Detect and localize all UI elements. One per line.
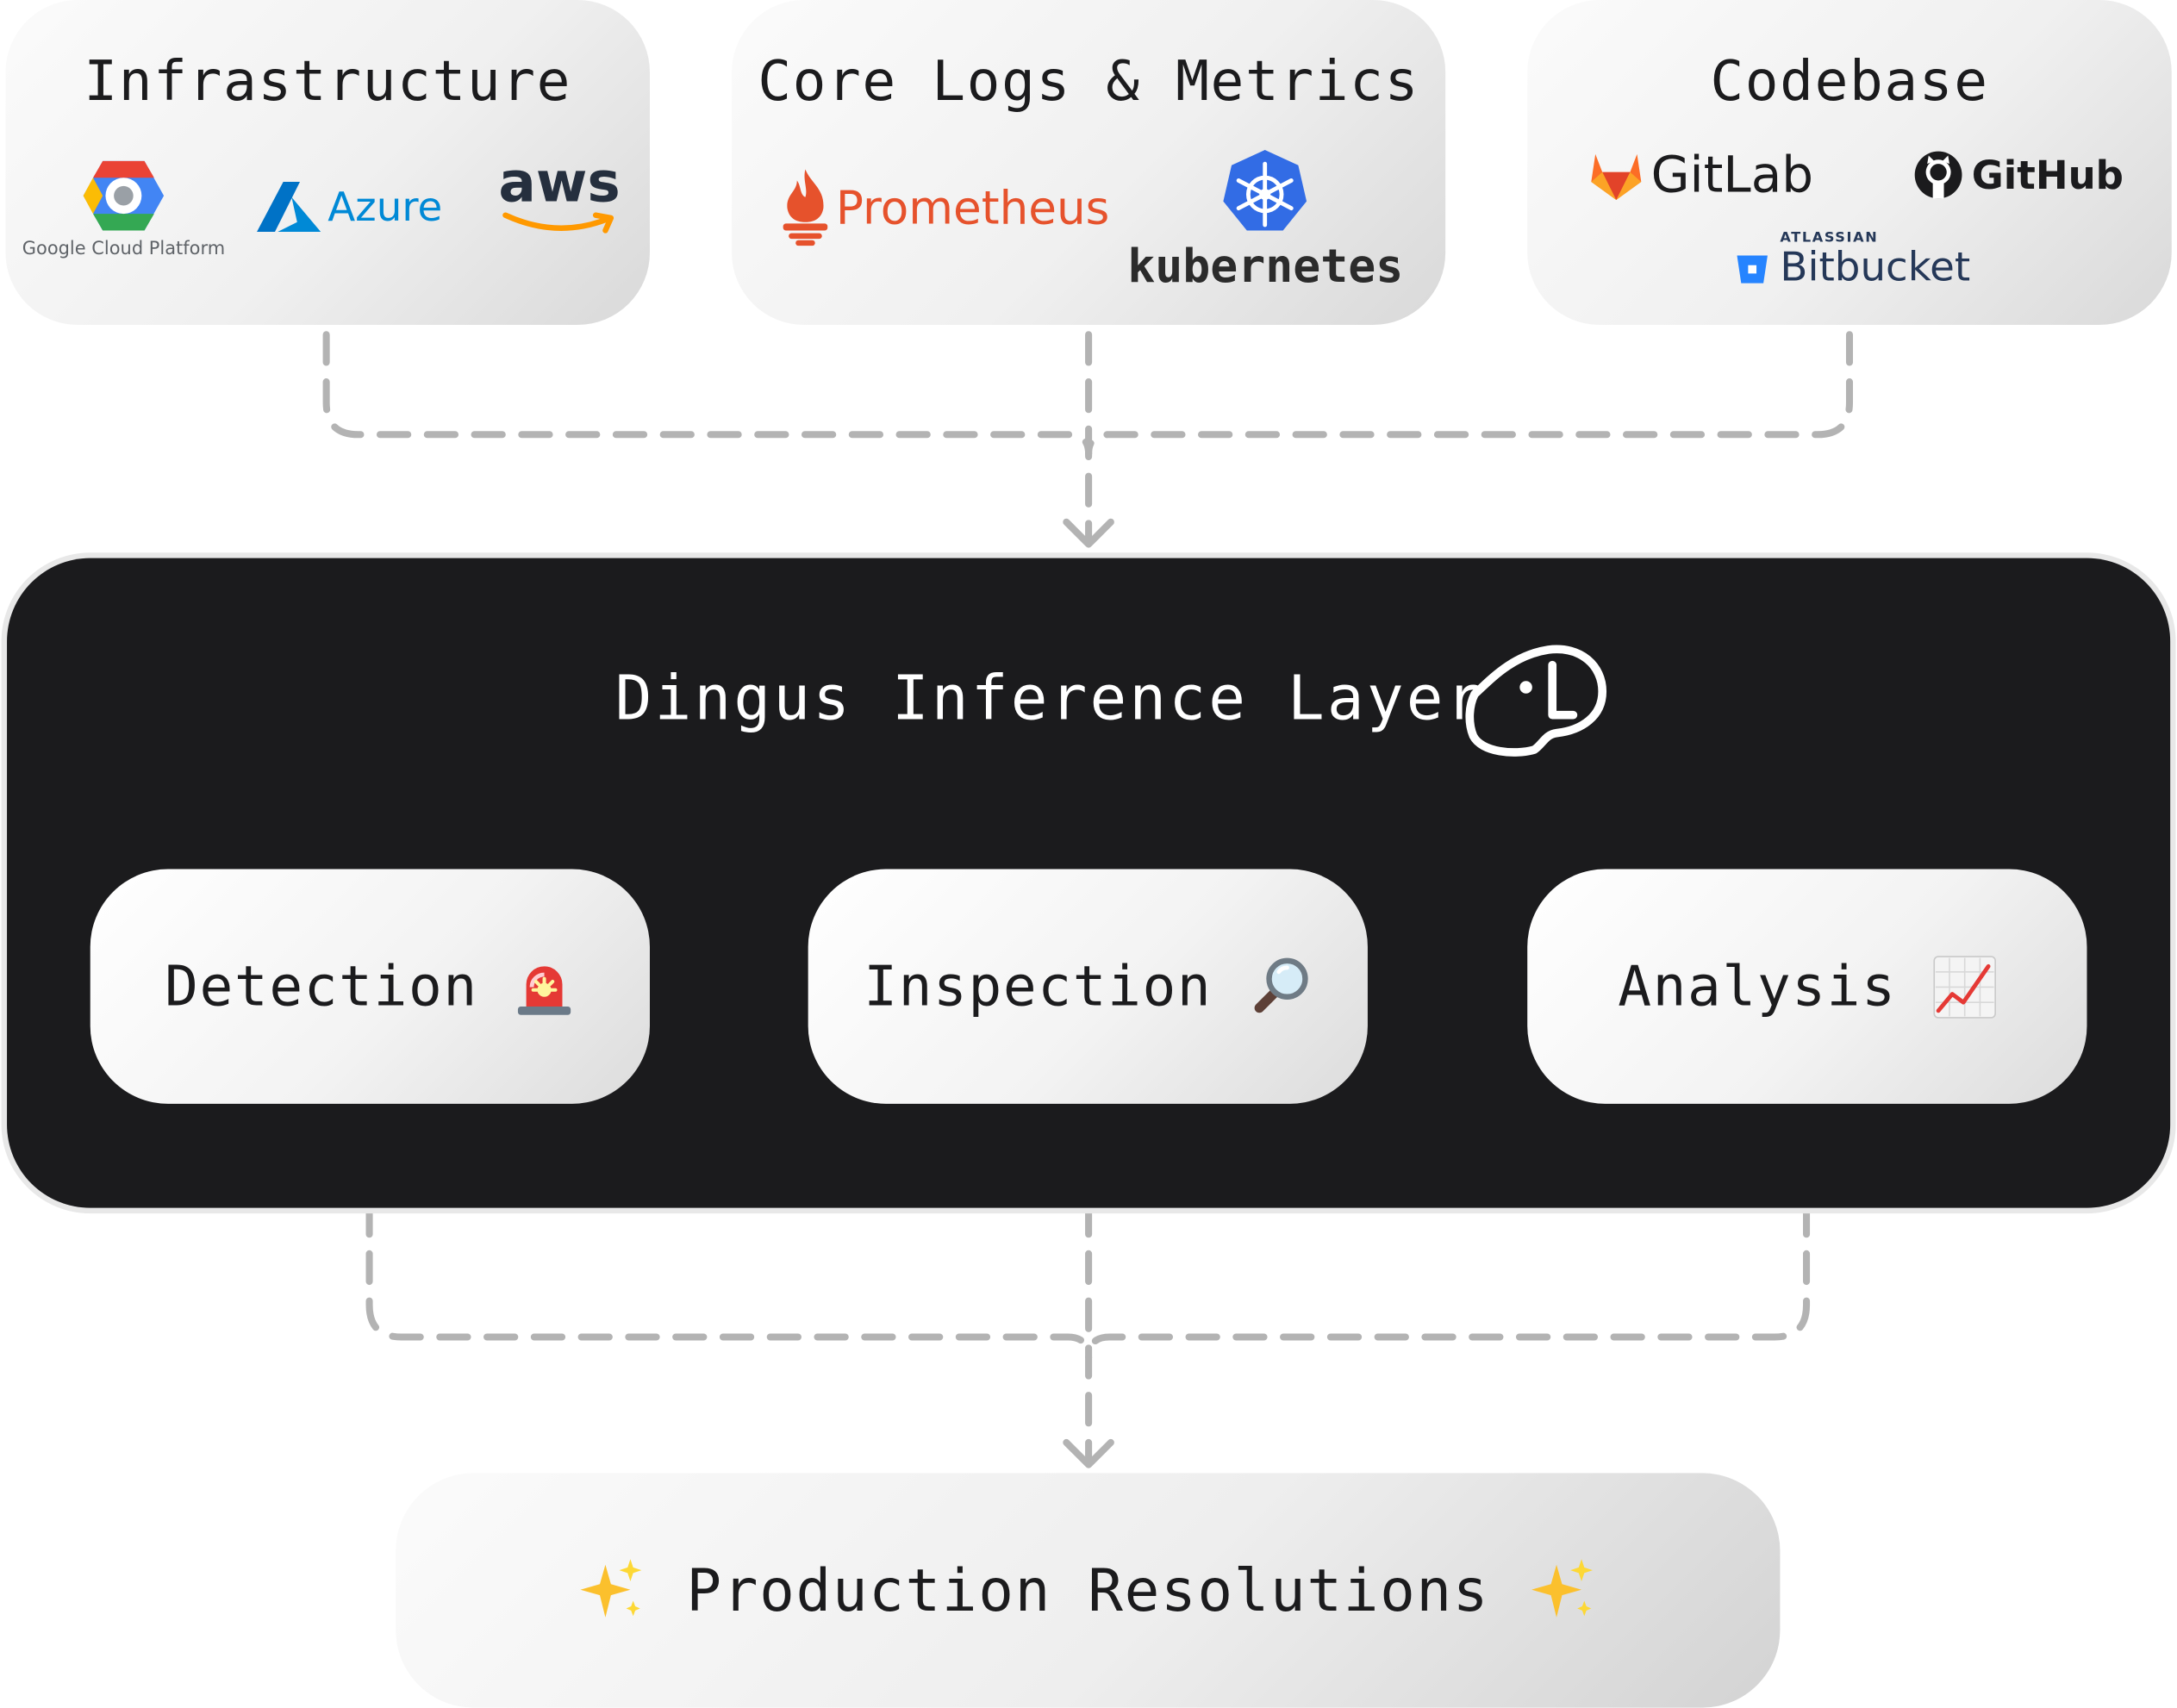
github-logo: GitHub — [1913, 150, 2124, 200]
production-resolutions-label: Production Resolutions — [686, 1556, 1490, 1624]
prometheus-logo-label: Prometheus — [835, 179, 1110, 234]
prometheus-logo: Prometheus — [777, 166, 1109, 246]
arrowhead-down-icon — [1063, 1438, 1114, 1468]
github-logo-label: GitHub — [1971, 152, 2124, 198]
kubernetes-helm-icon — [1223, 149, 1307, 231]
dingus-dog-icon — [1465, 645, 1607, 757]
detection-label: Detection — [165, 954, 478, 1019]
bitbucket-atlassian-label: ATLASSIAN — [1780, 230, 1879, 246]
connector-detection — [365, 1108, 1093, 1362]
bitbucket-logo: ATLASSIAN Bitbucket — [1736, 230, 1970, 287]
codebase-card: Codebase GitLab GitHub — [1527, 0, 2172, 325]
aws-smile-icon — [502, 212, 614, 234]
arrowhead-down-icon — [1063, 518, 1114, 548]
bitbucket-logo-label: Bitbucket — [1780, 242, 1971, 290]
sparkles-icon — [1531, 1558, 1593, 1618]
connector-analysis — [1085, 1108, 1811, 1362]
gcp-logo-label: Google Cloud Platform — [22, 239, 226, 260]
production-resolutions-card: Production Resolutions — [396, 1473, 1781, 1708]
rotating-light-icon — [518, 965, 571, 1014]
azure-logo: Azure — [255, 180, 442, 233]
kubernetes-logo-label: kubernetes — [1127, 239, 1404, 293]
inference-layer-title: Dingus Inference Layer — [614, 664, 1486, 735]
inspection-card: Inspection — [808, 869, 1368, 1104]
codebase-title: Codebase — [1710, 49, 1989, 115]
analysis-label: Analysis — [1618, 954, 1897, 1019]
azure-a-icon — [257, 182, 321, 233]
analysis-card: Analysis — [1527, 869, 2087, 1104]
infrastructure-title: Infrastructure — [84, 49, 572, 115]
github-octocat-icon — [1914, 151, 1962, 199]
bitbucket-bucket-icon — [1737, 254, 1768, 283]
gitlab-logo: GitLab — [1590, 147, 1813, 204]
inspection-label: Inspection — [864, 954, 1213, 1019]
sparkles-icon — [580, 1558, 642, 1618]
gitlab-logo-label: GitLab — [1650, 146, 1814, 204]
core-logs-metrics-card: Core Logs & Metrics Prometheus — [732, 0, 1446, 325]
chart-increasing-icon — [1933, 955, 1996, 1018]
detection-card: Detection — [90, 869, 650, 1104]
gcp-logo: Google Cloud Platform — [22, 159, 226, 260]
aws-logo: aws — [498, 151, 621, 235]
azure-logo-label: Azure — [327, 183, 443, 231]
kubernetes-logo: kubernetes — [1127, 147, 1403, 293]
gcp-hexagon-icon — [83, 160, 165, 231]
infrastructure-card: Infrastructure Google Cloud Platform Azu… — [5, 0, 650, 325]
aws-logo-label: aws — [498, 151, 621, 215]
gitlab-fox-icon — [1591, 153, 1642, 200]
core-logs-metrics-title: Core Logs & Metrics — [758, 49, 1419, 115]
magnifying-glass-icon — [1254, 957, 1308, 1013]
prometheus-torch-icon — [783, 169, 828, 246]
connector-codebase — [1085, 331, 1854, 458]
connector-infrastructure — [322, 331, 1093, 458]
